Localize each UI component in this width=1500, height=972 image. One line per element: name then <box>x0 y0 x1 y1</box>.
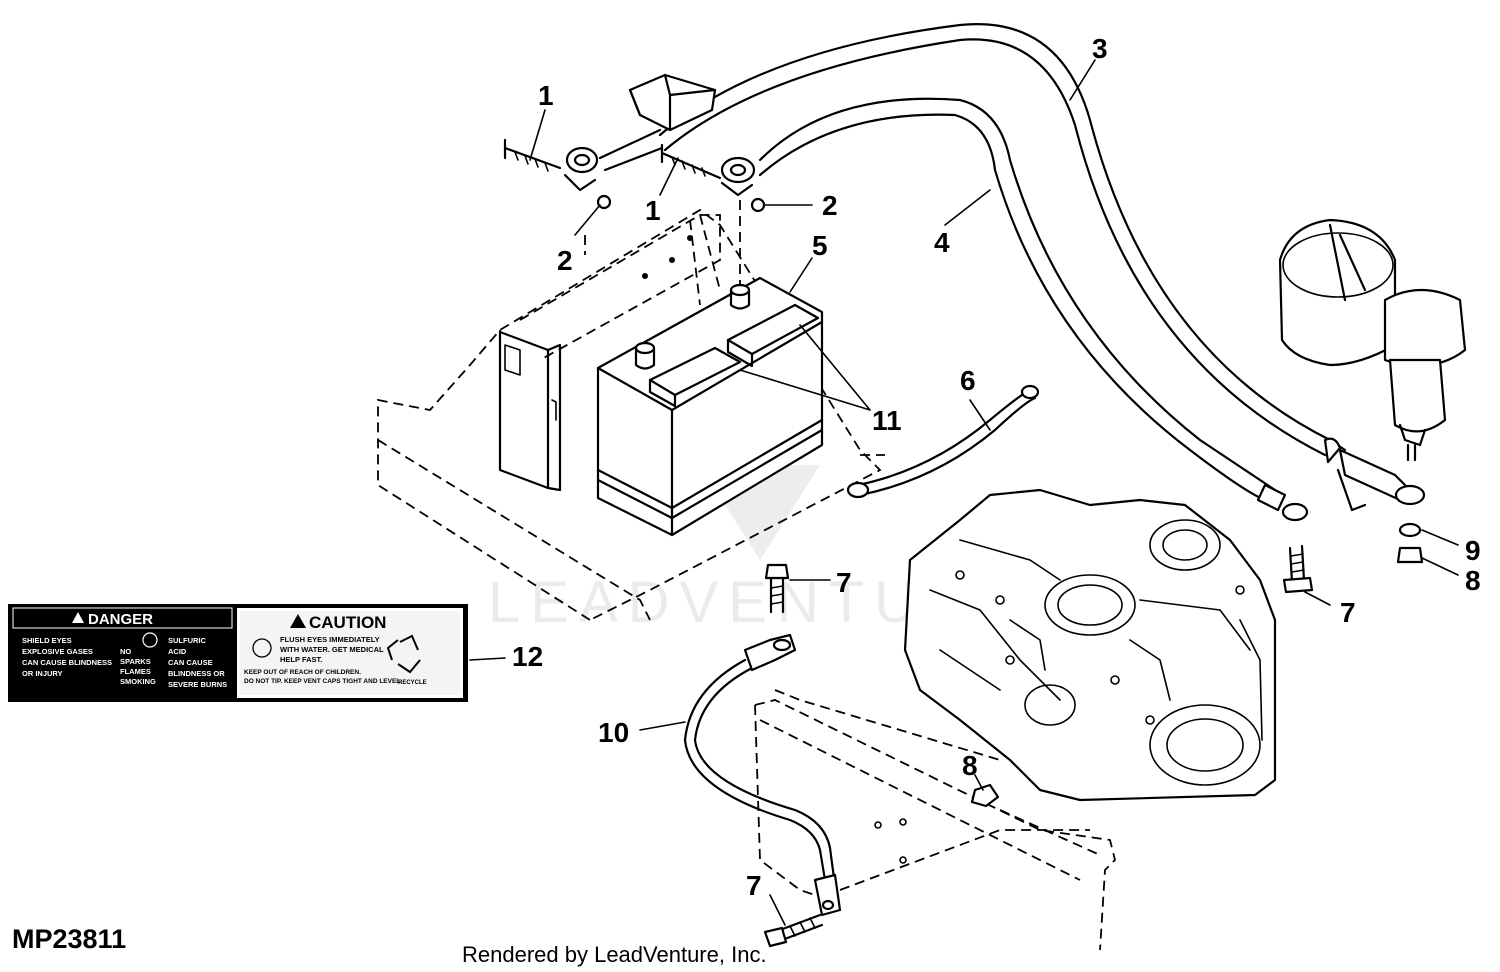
svg-text:SULFURIC: SULFURIC <box>168 636 206 645</box>
callout-2a: 2 <box>822 190 838 221</box>
cable-negative <box>720 97 1309 522</box>
svg-text:FLAMES: FLAMES <box>120 667 151 676</box>
svg-text:EXPLOSIVE GASES: EXPLOSIVE GASES <box>22 647 93 656</box>
warning-decal: DANGER SHIELD EYES EXPLOSIVE GASES CAN C… <box>8 604 468 702</box>
svg-text:FLUSH EYES IMMEDIATELY: FLUSH EYES IMMEDIATELY <box>280 635 380 644</box>
svg-text:SPARKS: SPARKS <box>120 657 151 666</box>
starter-solenoid <box>1278 218 1467 462</box>
recycle-icon <box>386 634 421 674</box>
bolt-right <box>1282 544 1314 594</box>
terminal-bolts <box>503 138 766 213</box>
leader-lines <box>469 59 1459 926</box>
svg-text:SHIELD EYES: SHIELD EYES <box>22 636 72 645</box>
callout-9: 9 <box>1465 535 1481 566</box>
bolt-lower <box>763 913 824 948</box>
battery <box>596 276 824 537</box>
engine-block <box>903 488 1277 802</box>
danger-col2: NO SPARKS FLAMES SMOKING <box>120 647 156 686</box>
svg-text:SEVERE BURNS: SEVERE BURNS <box>168 680 227 689</box>
figure-id: MP23811 <box>12 924 126 954</box>
credit-text: Rendered by LeadVenture, Inc. <box>462 942 767 967</box>
bolt-middle <box>764 563 790 614</box>
callout-7c: 7 <box>746 870 762 901</box>
callout-11: 11 <box>872 405 902 436</box>
svg-text:SMOKING: SMOKING <box>120 677 156 686</box>
caution-heading: CAUTION <box>309 613 386 632</box>
callouts: 1 1 2 2 3 4 5 6 7 7 7 8 8 9 10 11 12 <box>512 33 1481 901</box>
svg-text:ACID: ACID <box>168 647 187 656</box>
svg-text:KEEP OUT OF REACH OF CHILDREN.: KEEP OUT OF REACH OF CHILDREN. <box>244 669 361 676</box>
caution-text-top: FLUSH EYES IMMEDIATELY WITH WATER. GET M… <box>280 635 384 664</box>
callout-2b: 2 <box>557 245 573 276</box>
ground-strap <box>846 384 1040 499</box>
danger-col1: SHIELD EYES EXPLOSIVE GASES CAN CAUSE BL… <box>22 636 112 678</box>
callout-1a: 1 <box>538 80 554 111</box>
callout-5: 5 <box>812 230 828 261</box>
callout-4: 4 <box>934 227 950 258</box>
svg-text:DO NOT TIP. KEEP VENT CAPS TIG: DO NOT TIP. KEEP VENT CAPS TIGHT AND LEV… <box>244 678 402 685</box>
no-flame-icon <box>142 632 158 648</box>
callout-12: 12 <box>512 641 543 672</box>
svg-text:NO: NO <box>120 647 131 656</box>
callout-6: 6 <box>960 365 976 396</box>
svg-text:HELP FAST.: HELP FAST. <box>280 655 322 664</box>
svg-text:CAN CAUSE: CAN CAUSE <box>168 658 213 667</box>
callout-3: 3 <box>1092 33 1108 64</box>
callout-7a: 7 <box>836 567 852 598</box>
svg-text:BLINDNESS OR: BLINDNESS OR <box>168 669 225 678</box>
danger-triangle-icon <box>72 612 84 623</box>
danger-heading: DANGER <box>88 611 153 628</box>
caution-text-bottom: KEEP OUT OF REACH OF CHILDREN. DO NOT TI… <box>244 669 402 685</box>
washer-nut <box>1396 522 1424 564</box>
cable-positive <box>563 23 1426 512</box>
mounting-plate <box>754 689 1116 951</box>
danger-col3: SULFURIC ACID CAN CAUSE BLINDNESS OR SEV… <box>168 636 227 689</box>
svg-text:CAN CAUSE BLINDNESS: CAN CAUSE BLINDNESS <box>22 658 112 667</box>
recycle-label: RECYCLE <box>398 680 427 686</box>
battery-tray <box>377 200 885 622</box>
callout-7b: 7 <box>1340 597 1356 628</box>
nut-lower <box>970 783 1000 808</box>
callout-8b: 8 <box>962 750 978 781</box>
svg-text:OR INJURY: OR INJURY <box>22 669 63 678</box>
caution-triangle-icon <box>290 614 306 628</box>
callout-1b: 1 <box>645 195 661 226</box>
callout-10: 10 <box>598 717 629 748</box>
ground-cable <box>683 633 842 917</box>
callout-8a: 8 <box>1465 565 1481 596</box>
svg-text:WITH WATER. GET MEDICAL: WITH WATER. GET MEDICAL <box>280 645 384 654</box>
eye-wash-icon <box>252 638 272 658</box>
